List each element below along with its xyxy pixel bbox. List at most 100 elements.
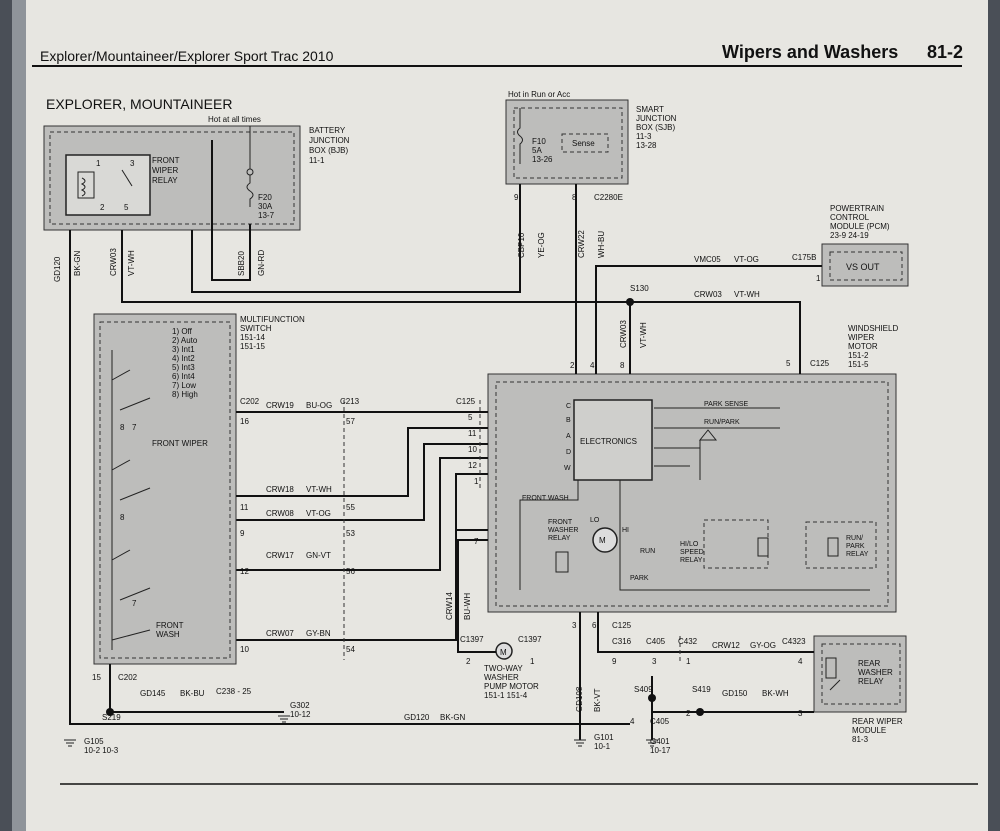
pin-label: M: [500, 648, 507, 657]
connector-label: C213: [340, 397, 360, 406]
pin-label: C: [566, 403, 571, 410]
wire-label: BK-WH: [762, 689, 789, 698]
pin-label: 4: [590, 361, 595, 370]
wire-paths: [69, 140, 822, 740]
pin-label: B: [566, 417, 571, 424]
wire-label: SBB20: [237, 251, 246, 276]
run-contact-label: RUN: [640, 548, 655, 555]
pin-label: 7: [132, 599, 137, 608]
header-vehicle-title: Explorer/Mountaineer/Explorer Sport Trac…: [40, 48, 334, 64]
pin-label: D: [566, 449, 571, 456]
connector-label: C316: [612, 637, 632, 646]
front-wiper-switch-label: FRONT WIPER: [152, 439, 208, 448]
pin-label: 4: [798, 657, 803, 666]
wire-label: GY-OG: [750, 641, 776, 650]
pin-label: 10: [240, 645, 249, 654]
header-page-number: 81-2: [927, 42, 964, 62]
pin-label: 3: [130, 159, 135, 168]
pin-label: 1: [530, 657, 535, 666]
connector-label: C432: [678, 637, 698, 646]
wire-label: GD150: [722, 689, 748, 698]
fuse-f10: [517, 108, 523, 164]
wire-label: CRW03: [109, 248, 118, 276]
splice-label: S419: [692, 685, 711, 694]
pin-label: 1: [686, 657, 691, 666]
connector-label: C202: [240, 397, 260, 406]
pin-label: 2: [686, 709, 691, 718]
connector-label: C202: [118, 673, 138, 682]
pin-label: 5: [786, 359, 791, 368]
front-wiper-relay: [65, 154, 151, 216]
pin-label: 7: [474, 537, 479, 546]
wire-label: BK-VT: [593, 688, 602, 712]
pin-label: 8: [572, 193, 577, 202]
pin-label: 8: [120, 423, 125, 432]
wire-label: GN-VT: [306, 551, 331, 560]
pin-label: 7: [132, 423, 137, 432]
pin-label: 11: [240, 503, 249, 512]
wire-label: GD120: [53, 256, 62, 282]
wire-label: CRW03: [619, 320, 628, 348]
pin-label: 3: [798, 709, 803, 718]
wire-label: CRW17: [266, 551, 294, 560]
connector-label: C238 - 25: [216, 687, 252, 696]
vs-out-label: VS OUT: [846, 262, 880, 272]
splice-label: S409: [634, 685, 653, 694]
electronics-label: ELECTRONICS: [580, 437, 637, 446]
connector-label: C4323: [782, 637, 806, 646]
wire-label: VT-WH: [306, 485, 332, 494]
wire-label: BU-OG: [306, 401, 332, 410]
electronics-block: [573, 399, 653, 481]
wire-label: CRW22: [577, 230, 586, 258]
wiper-motor-icon: [592, 527, 618, 553]
wire-label: BU-WH: [463, 593, 472, 620]
wire-label: VT-WH: [734, 290, 760, 299]
connector-label: C125: [810, 359, 830, 368]
wire-label: CRW08: [266, 509, 294, 518]
pin-label: 8: [120, 513, 125, 522]
pin-label: 5: [468, 413, 473, 422]
wire-label: YE-OG: [537, 232, 546, 258]
page-binding-edge: [12, 0, 26, 831]
connector-label: C1397: [518, 635, 542, 644]
pin-label: 57: [346, 417, 355, 426]
run-park-label: RUN/PARK: [704, 419, 740, 426]
pin-label: 12: [240, 567, 249, 576]
pin-label: 2: [570, 361, 575, 370]
wire-label: GN-RD: [257, 250, 266, 276]
connector-label: C125: [612, 621, 632, 630]
wire-label: WH-BU: [597, 231, 606, 258]
wire-label: CRW07: [266, 629, 294, 638]
pin-label: 2: [100, 203, 105, 212]
wire-label: VT-WH: [127, 250, 136, 276]
wire-label: CBP10: [517, 232, 526, 258]
pin-label: 56: [346, 567, 355, 576]
diagram-subtitle: EXPLORER, MOUNTAINEER: [46, 96, 233, 112]
connector-label: C405: [650, 717, 670, 726]
wire-label: VT-OG: [306, 509, 331, 518]
wire-label: GD145: [140, 689, 166, 698]
pin-label: 9: [240, 529, 245, 538]
pin-label: 9: [612, 657, 617, 666]
wire-label: VT-WH: [639, 322, 648, 348]
connector-labels: S130 C202 C213 C125 C125 C125 C316 C405 …: [84, 284, 830, 755]
fuse-f20: [246, 175, 254, 207]
